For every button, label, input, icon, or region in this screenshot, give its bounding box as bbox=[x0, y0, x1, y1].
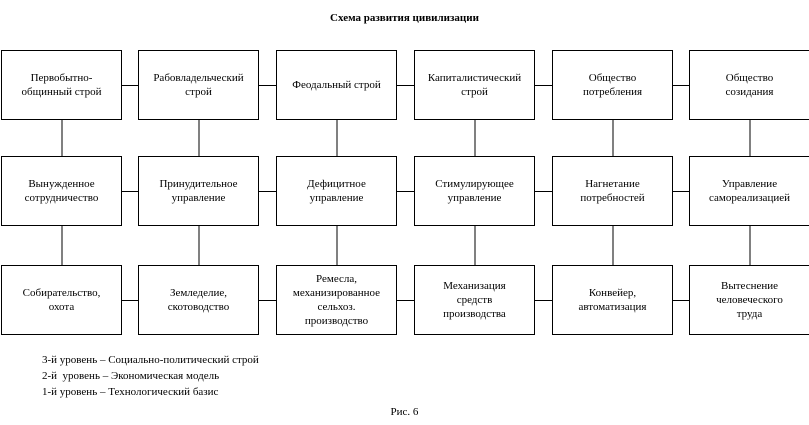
box-label: Первобытно-общинный строй bbox=[21, 72, 102, 98]
diagram-title: Схема развития цивилизации bbox=[330, 12, 479, 24]
box-label: Земледелие,скотоводство bbox=[167, 287, 230, 313]
legend-level-3: 3-й уровень – Социально-политический стр… bbox=[42, 354, 259, 366]
box-level-1-col1: Собирательство,охота bbox=[1, 265, 122, 335]
box-level-1-col2: Земледелие,скотоводство bbox=[138, 265, 259, 335]
legend-level-2: 2-й уровень – Экономическая модель bbox=[42, 370, 220, 382]
box-level-3-col1: Первобытно-общинный строй bbox=[1, 50, 122, 120]
legend-level-1: 1-й уровень – Технологический базис bbox=[42, 386, 219, 398]
figure-caption: Рис. 6 bbox=[390, 406, 419, 418]
box-level-1-col5: Конвейер,автоматизация bbox=[552, 265, 673, 335]
legend: 3-й уровень – Социально-политический стр… bbox=[42, 352, 259, 400]
box-level-3-col3: Феодальный строй bbox=[276, 50, 397, 120]
box-label: Собирательство,охота bbox=[22, 287, 101, 313]
box-label: Феодальный строй bbox=[292, 79, 381, 91]
box-label: Конвейер,автоматизация bbox=[578, 287, 647, 313]
